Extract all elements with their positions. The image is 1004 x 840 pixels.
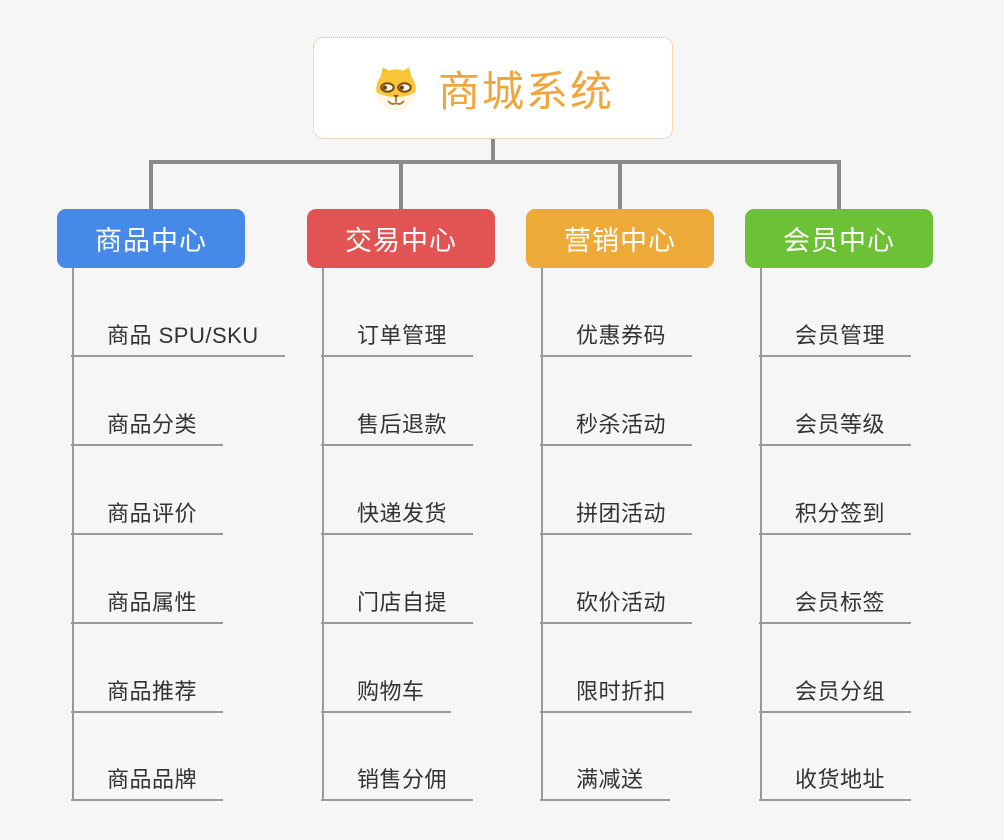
branch-drop-line [618, 160, 622, 209]
mindmap-item[interactable]: 收货地址 [759, 757, 912, 801]
item-label: 商品分类 [107, 412, 198, 437]
horizontal-connector-line [149, 160, 841, 164]
branch-node-3[interactable]: 营销中心 [526, 209, 714, 268]
mindmap-item[interactable]: 快递发货 [321, 491, 474, 535]
item-label: 限时折扣 [576, 679, 667, 704]
mindmap-item[interactable]: 满减送 [540, 757, 670, 801]
branch-label: 会员中心 [783, 226, 895, 256]
mindmap-item[interactable]: 砍价活动 [540, 580, 693, 624]
item-label: 满减送 [576, 767, 644, 792]
item-label: 快递发货 [357, 501, 448, 526]
branch-drop-line [399, 160, 403, 209]
item-label: 秒杀活动 [576, 412, 667, 437]
branch-node-4[interactable]: 会员中心 [745, 209, 933, 268]
item-label: 售后退款 [357, 412, 448, 437]
item-label: 购物车 [357, 679, 425, 704]
item-label: 拼团活动 [576, 501, 667, 526]
branch-drop-line [149, 160, 153, 209]
mindmap-item[interactable]: 商品品牌 [71, 757, 224, 801]
root-node[interactable]: 商城系统 [313, 37, 673, 139]
branch-label: 交易中心 [345, 226, 457, 256]
mindmap-item[interactable]: 秒杀活动 [540, 402, 693, 446]
mindmap-item[interactable]: 限时折扣 [540, 669, 693, 713]
mindmap-item[interactable]: 优惠券码 [540, 313, 693, 357]
item-label: 销售分佣 [357, 767, 448, 792]
branch-drop-line [837, 160, 841, 209]
item-label: 会员分组 [795, 679, 886, 704]
mindmap-item[interactable]: 拼团活动 [540, 491, 693, 535]
item-label: 会员管理 [795, 323, 886, 348]
branch-node-2[interactable]: 交易中心 [307, 209, 495, 268]
item-label: 会员标签 [795, 590, 886, 615]
mindmap-item[interactable]: 会员分组 [759, 669, 912, 713]
root-title: 商城系统 [437, 67, 614, 115]
branch-node-1[interactable]: 商品中心 [57, 209, 245, 268]
root-stem-line [491, 139, 495, 162]
item-label: 会员等级 [795, 412, 886, 437]
mindmap-item[interactable]: 商品推荐 [71, 669, 224, 713]
item-label: 商品属性 [107, 590, 198, 615]
item-label: 商品推荐 [107, 679, 198, 704]
item-label: 商品评价 [107, 501, 198, 526]
mindmap-item[interactable]: 商品评价 [71, 491, 224, 535]
mindmap-item[interactable]: 商品属性 [71, 580, 224, 624]
mindmap-item[interactable]: 购物车 [321, 669, 451, 713]
dog-face-icon [372, 64, 420, 112]
mindmap-item[interactable]: 门店自提 [321, 580, 474, 624]
item-label: 砍价活动 [576, 590, 667, 615]
item-label: 积分签到 [795, 501, 886, 526]
mindmap-item[interactable]: 订单管理 [321, 313, 474, 357]
item-label: 商品 SPU/SKU [107, 323, 259, 348]
item-label: 商品品牌 [107, 767, 198, 792]
mindmap-item[interactable]: 积分签到 [759, 491, 912, 535]
item-label: 优惠券码 [576, 323, 667, 348]
branch-label: 营销中心 [564, 226, 676, 256]
mindmap-item[interactable]: 会员标签 [759, 580, 912, 624]
mindmap-item[interactable]: 会员等级 [759, 402, 912, 446]
mindmap-item[interactable]: 商品 SPU/SKU [71, 313, 285, 357]
item-label: 门店自提 [357, 590, 448, 615]
branch-label: 商品中心 [95, 226, 207, 256]
mindmap-item[interactable]: 会员管理 [759, 313, 912, 357]
mindmap-item[interactable]: 售后退款 [321, 402, 474, 446]
item-label: 收货地址 [795, 767, 886, 792]
mindmap-item[interactable]: 商品分类 [71, 402, 224, 446]
mindmap-item[interactable]: 销售分佣 [321, 757, 474, 801]
item-label: 订单管理 [357, 323, 448, 348]
